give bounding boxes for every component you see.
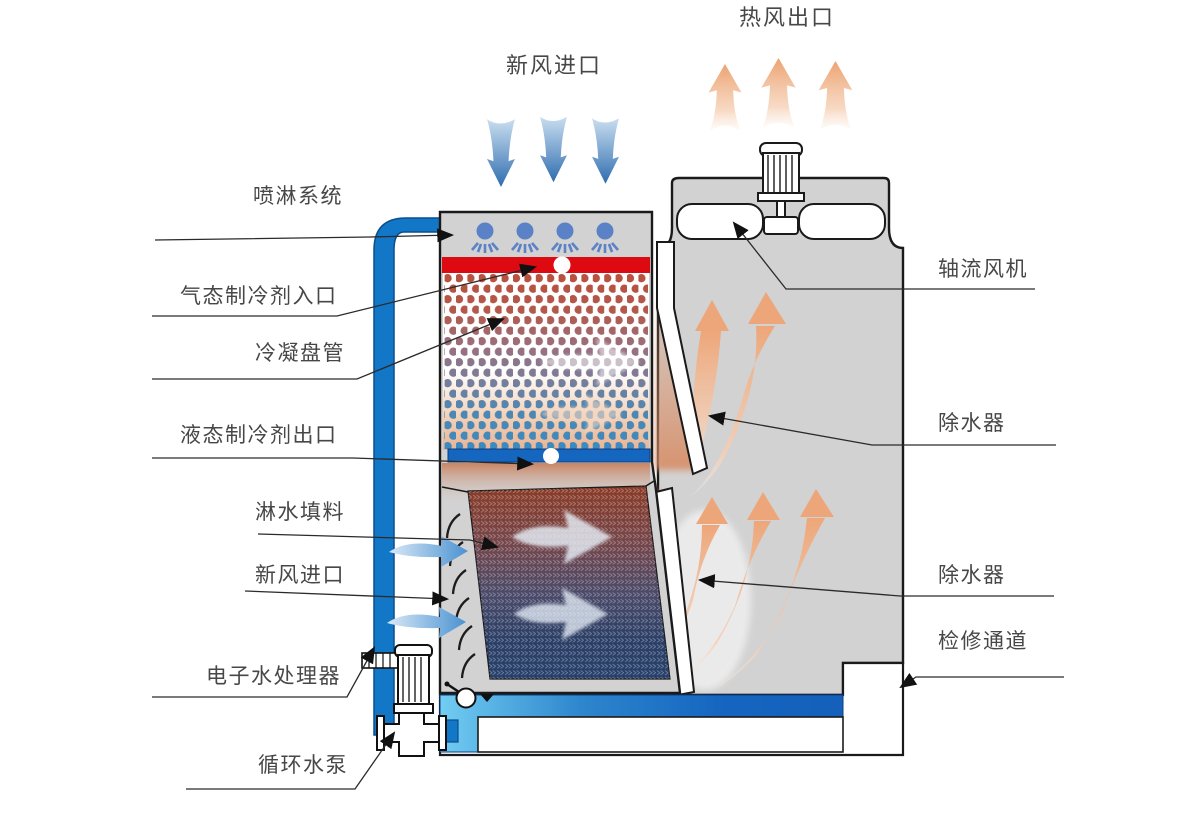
spray-nozzles bbox=[471, 222, 619, 253]
fill-media-shape bbox=[467, 485, 671, 680]
spray-nozzle-icon bbox=[511, 222, 539, 253]
hot-air-flow-arrows bbox=[648, 292, 834, 692]
water-level-mark bbox=[480, 694, 494, 702]
pump-flange-left bbox=[376, 715, 385, 751]
spray-nozzle-icon bbox=[591, 222, 619, 253]
leader-gas-refrigerant-inlet bbox=[152, 263, 538, 317]
leader-spray-system bbox=[154, 228, 455, 243]
label-fill-media: 淋水填料 bbox=[255, 501, 345, 524]
leader-circulating-pump bbox=[186, 731, 396, 790]
fan-motor-base bbox=[757, 192, 805, 202]
label-circulating-water-pump: 循环水泵 bbox=[258, 754, 348, 777]
fan-motor-body bbox=[762, 152, 800, 196]
label-fresh-air-inlet-top: 新风进口 bbox=[506, 53, 603, 78]
label-drift-eliminator-lower: 除水器 bbox=[938, 564, 1006, 587]
spray-nozzle-icon bbox=[551, 222, 579, 253]
condensing-coil-shape bbox=[443, 273, 649, 450]
label-axial-fan: 轴流风机 bbox=[938, 258, 1028, 281]
label-hot-air-outlet: 热风出口 bbox=[739, 5, 836, 30]
label-liquid-refrigerant-outlet: 液态制冷剂出口 bbox=[180, 424, 338, 447]
leader-drift-eliminator-lower bbox=[697, 574, 1054, 597]
label-fresh-air-inlet-left: 新风进口 bbox=[255, 564, 345, 587]
leader-fresh-air-inlet-left bbox=[244, 590, 450, 606]
label-drift-eliminator-upper: 除水器 bbox=[938, 412, 1006, 435]
leader-lines bbox=[152, 221, 1064, 790]
fan-blade-left bbox=[676, 203, 764, 240]
pump-motor-base bbox=[393, 703, 434, 714]
water-basin bbox=[438, 661, 905, 757]
fan-hub bbox=[763, 216, 799, 235]
fan-blade-right bbox=[798, 203, 886, 240]
label-spray-system: 喷淋系统 bbox=[253, 185, 343, 208]
leader-fill-media bbox=[257, 533, 500, 551]
leader-condensing-coil bbox=[152, 318, 505, 380]
hot-air-outlet-arrows bbox=[708, 58, 853, 131]
label-condensing-coil: 冷凝盘管 bbox=[255, 342, 345, 365]
axial-fan-assembly bbox=[676, 142, 886, 240]
tower-left-body bbox=[438, 210, 682, 695]
leader-service-access bbox=[899, 672, 1064, 689]
gas-inlet-port bbox=[553, 256, 571, 274]
liquid-outlet-port bbox=[543, 448, 559, 464]
drift-eliminator-upper-shape bbox=[656, 241, 709, 476]
float-valve bbox=[444, 681, 477, 709]
fresh-air-inlet-side-arrows bbox=[387, 536, 468, 638]
leader-electronic-water-processor bbox=[152, 646, 376, 698]
drift-eliminator-channels bbox=[654, 241, 709, 697]
fresh-air-inlet-top-arrows bbox=[487, 116, 619, 187]
label-gas-refrigerant-inlet: 气态制冷剂入口 bbox=[180, 285, 338, 308]
leader-liquid-refrigerant-outlet bbox=[152, 456, 535, 471]
label-electronic-water-processor: 电子水处理器 bbox=[206, 665, 341, 688]
spray-nozzle-icon bbox=[471, 222, 499, 253]
circulating-pump bbox=[376, 644, 459, 757]
gas-refrigerant-header bbox=[442, 257, 650, 273]
leader-drift-eliminator-upper bbox=[707, 411, 1056, 446]
label-service-access: 检修通道 bbox=[938, 630, 1028, 653]
leader-axial-fan bbox=[732, 221, 1035, 290]
basin-sump-wall bbox=[477, 716, 844, 753]
pump-flange-right bbox=[438, 715, 447, 751]
